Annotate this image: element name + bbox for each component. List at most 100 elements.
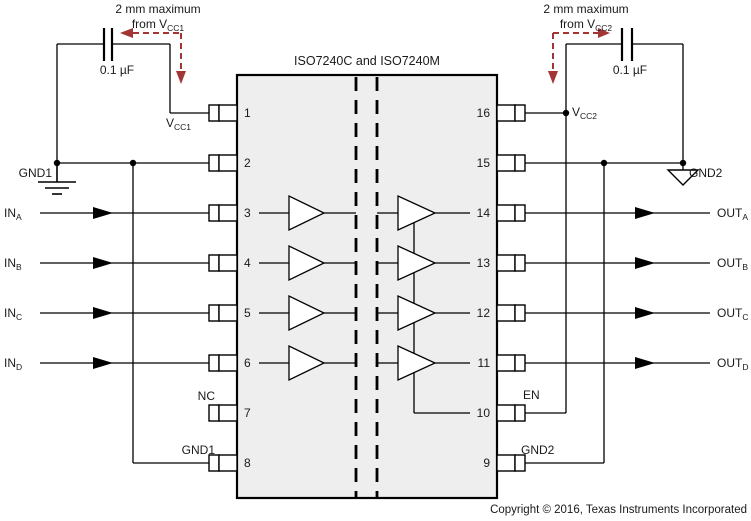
- input-arrow-icon: [93, 207, 113, 219]
- annotation-left-line2-main: from V: [131, 17, 168, 31]
- pin-number-13: 13: [476, 256, 490, 270]
- input-c-sub: C: [16, 311, 23, 322]
- buffer-gate-icon: [397, 294, 437, 332]
- buffer-gate-icon: [397, 194, 437, 232]
- gnd2-bottom-label: GND2: [521, 443, 555, 457]
- output-arrow-icon: [635, 307, 655, 319]
- pin-number-10: 10: [476, 406, 490, 420]
- input-c-label: INC: [4, 306, 23, 322]
- pin-number-1: 1: [244, 106, 251, 120]
- output-b-main: OUT: [717, 256, 743, 270]
- annotation-left-line1: 2 mm maximum: [115, 2, 201, 16]
- isolation-barrier-icon: [354, 77, 379, 497]
- input-d-label: IND: [4, 356, 23, 372]
- buffer-gate-icon: [397, 244, 437, 282]
- output-c-label: OUTC: [717, 306, 749, 322]
- pin-number-2: 2: [244, 156, 251, 170]
- input-arrow-icon: [93, 307, 113, 319]
- arrow-head-down-icon: [176, 71, 186, 84]
- external-wires-right: [525, 43, 710, 464]
- pin-boxes: [208, 104, 526, 472]
- junction-dot: [53, 159, 61, 167]
- input-a-label: INA: [4, 206, 22, 222]
- buffer-gate-icon: [397, 344, 437, 382]
- output-d-main: OUT: [717, 356, 743, 370]
- buffer-gate-icon: [288, 244, 326, 282]
- vcc1-sub: CC1: [174, 121, 192, 132]
- ground-earth-icon: [38, 163, 76, 195]
- pin-number-7: 7: [244, 406, 251, 420]
- pin-number-4: 4: [244, 256, 251, 270]
- input-arrow-icon: [93, 257, 113, 269]
- external-wires-left: [40, 43, 209, 464]
- pin-number-12: 12: [476, 306, 490, 320]
- ic-title: ISO7240C and ISO7240M: [294, 54, 440, 68]
- output-c-sub: C: [742, 311, 749, 322]
- capacitor-icon-right: [620, 28, 634, 61]
- buffer-gate-icon: [288, 194, 326, 232]
- input-a-sub: A: [16, 211, 22, 222]
- output-arrow-icon: [635, 257, 655, 269]
- output-a-sub: A: [742, 211, 749, 222]
- buffer-gate-icon: [288, 344, 326, 382]
- output-a-main: OUT: [717, 206, 743, 220]
- signal-arrows: [93, 207, 655, 369]
- output-d-label: OUTD: [717, 356, 749, 372]
- output-d-sub: D: [742, 361, 749, 372]
- input-c-main: IN: [4, 306, 16, 320]
- vcc2-main: V: [572, 105, 581, 119]
- copyright-notice: Copyright © 2016, Texas Instruments Inco…: [490, 504, 747, 516]
- gnd2-top-label: GND2: [689, 166, 723, 180]
- junction-dot: [129, 159, 137, 167]
- output-arrow-icon: [635, 357, 655, 369]
- en-label: EN: [523, 388, 540, 402]
- pin-number-8: 8: [244, 456, 251, 470]
- output-c-main: OUT: [717, 306, 743, 320]
- output-a-label: OUTA: [717, 206, 749, 222]
- gnd1-bottom-label: GND1: [181, 443, 215, 457]
- capacitor-icon-left: [102, 28, 114, 61]
- vcc2-sub: CC2: [580, 110, 598, 121]
- annotation-right-line2: from VCC2: [506, 17, 666, 33]
- gnd1-top-label: GND1: [18, 166, 52, 180]
- input-a-main: IN: [4, 206, 16, 220]
- input-b-sub: B: [16, 261, 22, 272]
- input-b-main: IN: [4, 256, 16, 270]
- placement-arrow-left: [120, 28, 186, 84]
- arrow-head-right-icon: [598, 28, 610, 38]
- arrow-head-down-icon: [548, 71, 558, 84]
- junction-dot: [562, 109, 570, 117]
- vcc1-label: VCC1: [166, 116, 192, 132]
- nc-label: NC: [197, 389, 215, 403]
- output-b-sub: B: [742, 261, 749, 272]
- ic-package-body: [235, 73, 499, 500]
- junction-dots: [53, 109, 687, 167]
- buffer-gates: [288, 194, 437, 382]
- vcc1-main: V: [166, 116, 175, 130]
- vcc2-label: VCC2: [572, 105, 598, 121]
- pin-number-5: 5: [244, 306, 251, 320]
- pin-number-6: 6: [244, 356, 251, 370]
- capacitor-right-value: 0.1 µF: [612, 63, 648, 77]
- input-d-main: IN: [4, 356, 16, 370]
- input-d-sub: D: [16, 361, 23, 372]
- output-b-label: OUTB: [717, 256, 749, 272]
- capacitor-left-value: 0.1 µF: [99, 63, 135, 77]
- pin-number-9: 9: [483, 456, 490, 470]
- internal-wires: [259, 211, 470, 414]
- placement-arrow-right: [548, 28, 610, 84]
- annotation-left-line2: from VCC1: [78, 17, 238, 33]
- output-arrow-icon: [635, 207, 655, 219]
- annotation-left-line2-sub: CC1: [167, 22, 185, 33]
- annotation-right-line2-main: from V: [559, 17, 596, 31]
- pin-number-15: 15: [476, 156, 490, 170]
- annotation-right-line1: 2 mm maximum: [543, 2, 629, 16]
- pin-number-14: 14: [476, 206, 490, 220]
- arrow-head-left-icon: [120, 28, 133, 38]
- pin-number-3: 3: [244, 206, 251, 220]
- ground-triangle-icon: [666, 169, 700, 186]
- input-arrow-icon: [93, 357, 113, 369]
- annotation-right-line2-sub: CC2: [595, 22, 613, 33]
